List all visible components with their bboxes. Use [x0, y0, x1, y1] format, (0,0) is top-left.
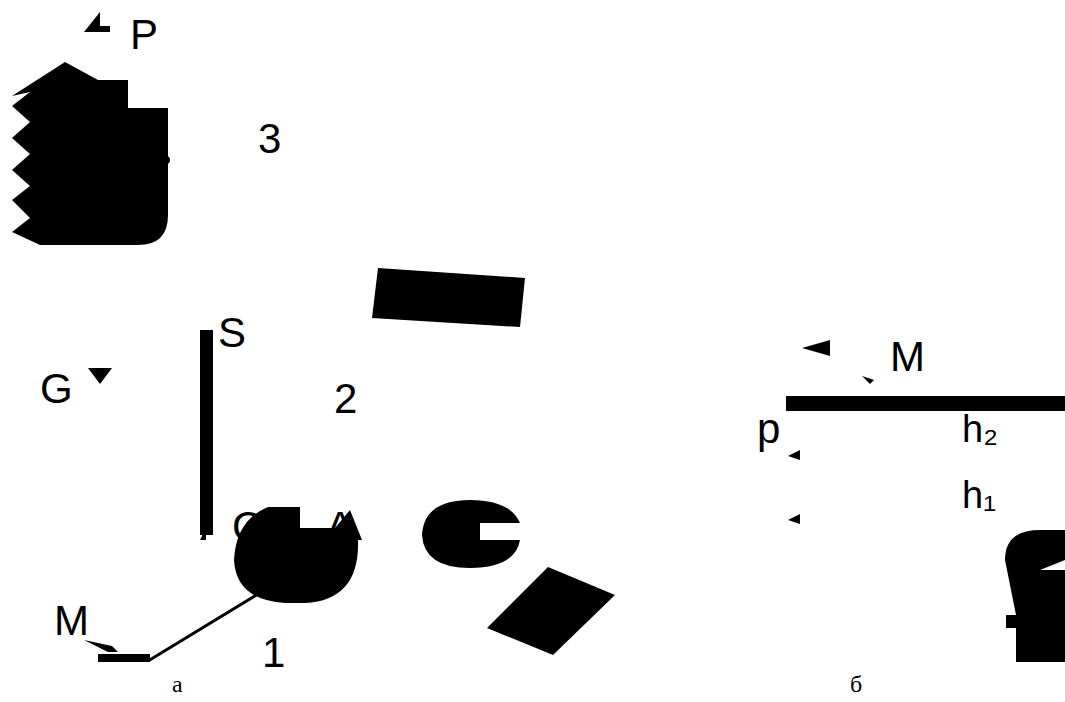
- vertical-rod: [200, 330, 213, 535]
- symbol-label: A: [326, 506, 354, 548]
- gravity-arrow: [88, 368, 112, 384]
- symbol-label: G: [40, 368, 73, 410]
- screw-dot: [162, 156, 170, 164]
- level-mark: [788, 514, 800, 524]
- symbol-label: h₁: [962, 476, 996, 514]
- cylinder: [1005, 530, 1065, 662]
- symbol-label: M: [54, 600, 89, 642]
- symbol-label: S: [218, 312, 246, 354]
- symbol-label: C: [232, 506, 262, 548]
- inclined-block: [487, 567, 615, 655]
- moment-arrow: [84, 640, 118, 652]
- roller-section: [422, 500, 520, 568]
- symbol-label: P: [130, 14, 158, 56]
- symbol-label: 1: [262, 632, 285, 674]
- rod-tip: [200, 528, 206, 540]
- lever-line: [148, 594, 258, 661]
- section-notch: [480, 523, 492, 538]
- cylinder-notch: [1040, 560, 1065, 570]
- symbol-label: h₂: [962, 410, 998, 448]
- screw-body: [12, 62, 168, 245]
- plate: [372, 268, 525, 327]
- moment-arrow-b: [802, 340, 830, 356]
- panel-label: а: [172, 672, 183, 696]
- symbol-label: 2: [334, 378, 357, 420]
- force-arrow: [84, 12, 110, 32]
- base-bar: [98, 654, 150, 662]
- panel-label: б: [850, 672, 862, 696]
- symbol-label: M: [890, 336, 925, 378]
- beam: [786, 396, 1065, 411]
- symbol-label: p: [757, 408, 780, 450]
- symbol-label: 3: [258, 118, 281, 160]
- level-mark: [788, 450, 800, 460]
- small-mark: [862, 376, 874, 384]
